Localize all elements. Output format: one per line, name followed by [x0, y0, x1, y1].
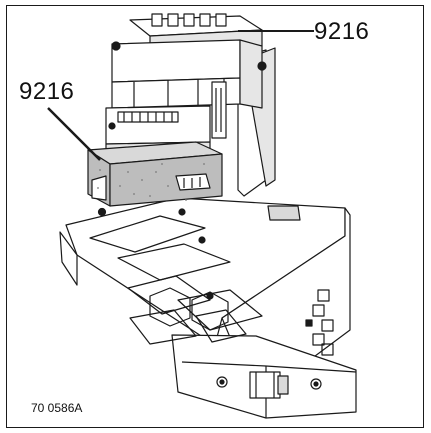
lower-module [87, 141, 223, 207]
leader-line-left [47, 107, 101, 161]
figure-number: 70 0586A [31, 401, 83, 415]
part-callout-left: 9216 [19, 78, 75, 105]
part-callout-upper: 9216 [314, 18, 370, 45]
mounting-tray [59, 197, 357, 419]
upper-module [111, 13, 267, 139]
